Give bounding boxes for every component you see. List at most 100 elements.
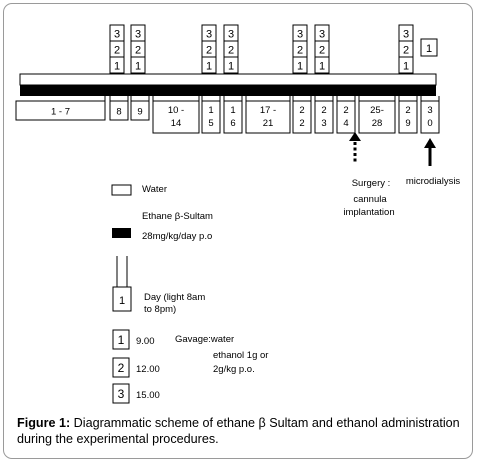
day-segment-label: 3 <box>427 105 432 116</box>
gavage-box-label: 2 <box>228 45 234 57</box>
day-segment-label: 28 <box>372 118 383 129</box>
day-segment-box <box>130 100 150 121</box>
day-segment-seg-29: 29 <box>398 100 418 134</box>
sultam-bar <box>20 85 436 96</box>
gavage-stack-day-15: 321 <box>201 24 217 74</box>
legend-day-label: Day (light 8am <box>144 292 205 303</box>
gavage-box-label: 3 <box>206 29 212 41</box>
caption-text: Diagrammatic scheme of ethane β Sultam a… <box>17 416 460 446</box>
legend-gavage-title: Gavage:water <box>175 334 234 345</box>
day-segment-label: 1 <box>208 105 213 116</box>
day-segment-box <box>152 100 200 134</box>
day-segment-seg-10-14: 10 - 14 <box>152 100 200 134</box>
gavage-box-label: 1 <box>135 61 141 73</box>
day-segment-seg-1-7: 1 - 7 <box>15 100 106 121</box>
gavage-box <box>292 56 308 74</box>
day-segment-box <box>201 100 221 134</box>
day-segment-seg-25-28: 25-28 <box>358 100 396 134</box>
day-segment-label: 25- <box>370 105 384 116</box>
day-segment-box <box>109 100 129 121</box>
gavage-box-label: 1 <box>114 61 120 73</box>
gavage-box-label: 1 <box>426 43 432 55</box>
legend-sultam-label: Ethane β-Sultam <box>142 211 213 222</box>
day-segment-label: 9 <box>137 107 142 118</box>
legend-day-hours: to 8pm) <box>144 304 176 315</box>
gavage-box-label: 1 <box>319 61 325 73</box>
day-segment-seg-22: 22 <box>292 100 312 134</box>
gavage-box <box>420 38 438 57</box>
day-segment-label: 8 <box>116 107 121 118</box>
day-segment-label: 0 <box>427 118 432 129</box>
day-segment-label: 2 <box>299 105 304 116</box>
day-segment-label: 10 - <box>168 105 184 116</box>
gavage-box-label: 1 <box>206 61 212 73</box>
gavage-box-label: 2 <box>319 45 325 57</box>
day-segment-seg-9: 9 <box>130 100 150 121</box>
gavage-stack-day-30: 1 <box>420 38 438 57</box>
legend-sultam-dose: 28mg/kg/day p.o <box>142 231 212 242</box>
gavage-box-label: 3 <box>403 29 409 41</box>
day-segment-box <box>336 100 356 134</box>
gavage-box-label: 2 <box>114 45 120 57</box>
timeline-ticks <box>104 96 440 101</box>
water-bar <box>19 73 437 86</box>
legend-gavage-dose-2: 2g/kg p.o. <box>213 364 255 375</box>
day-segment-label: 3 <box>321 118 326 129</box>
gavage-box-label: 3 <box>135 29 141 41</box>
day-segment-box <box>245 100 291 134</box>
legend-gavage-dose-1: ethanol 1g or <box>213 350 268 361</box>
day-segment-box <box>15 100 106 121</box>
day-segment-label: 2 <box>299 118 304 129</box>
gavage-box-label: 2 <box>403 45 409 57</box>
day-segment-label: 4 <box>343 118 348 129</box>
day-segment-label: 1 - 7 <box>51 107 70 118</box>
gavage-stack-day-8: 3 2 1 <box>109 24 125 74</box>
day-segment-label: 21 <box>263 118 274 129</box>
legend-gavage-number: 3 <box>118 387 125 401</box>
gavage-box-label: 1 <box>403 61 409 73</box>
gavage-box <box>130 56 146 74</box>
legend-gavage-box <box>112 383 130 404</box>
gavage-stack-day-16: 321 <box>223 24 239 74</box>
gavage-box <box>398 56 414 74</box>
gavage-stack-day-9: 3 2 1 <box>130 24 146 74</box>
figure-caption: Figure 1: Diagrammatic scheme of ethane … <box>17 415 465 447</box>
day-segment-box <box>314 100 334 134</box>
legend-gavage-box <box>112 329 130 350</box>
caption-label: Figure 1: <box>17 416 71 430</box>
gavage-box-label: 1 <box>228 61 234 73</box>
day-segment-box <box>358 100 396 134</box>
gavage-box <box>223 56 239 74</box>
day-segment-label: 17 - <box>260 105 276 116</box>
legend-water-swatch <box>111 184 132 196</box>
day-segment-seg-24: 24 <box>336 100 356 134</box>
day-segment-label: 2 <box>405 105 410 116</box>
gavage-box-label: 3 <box>319 29 325 41</box>
legend-gavage-number: 2 <box>118 361 125 375</box>
legend-gavage-number: 1 <box>118 333 125 347</box>
day-segment-seg-16: 16 <box>223 100 243 134</box>
day-segment-box <box>398 100 418 134</box>
legend-water-label: Water <box>142 184 167 195</box>
gavage-box-label: 3 <box>297 29 303 41</box>
day-segment-seg-15: 15 <box>201 100 221 134</box>
figure-frame <box>3 3 473 459</box>
day-segment-seg-23: 23 <box>314 100 334 134</box>
surgery-annotation-line: cannula <box>353 194 387 205</box>
gavage-box-label: 3 <box>114 29 120 41</box>
microdialysis-annotation: microdialysis <box>406 176 461 187</box>
day-segment-box <box>420 100 440 134</box>
gavage-box <box>314 56 330 74</box>
day-segment-label: 14 <box>171 118 182 129</box>
gavage-box <box>109 56 125 74</box>
gavage-box-label: 2 <box>135 45 141 57</box>
microdialysis-arrow <box>424 138 436 166</box>
legend-gavage-time: 15.00 <box>136 390 160 401</box>
gavage-box-label: 1 <box>297 61 303 73</box>
day-segment-box <box>223 100 243 134</box>
